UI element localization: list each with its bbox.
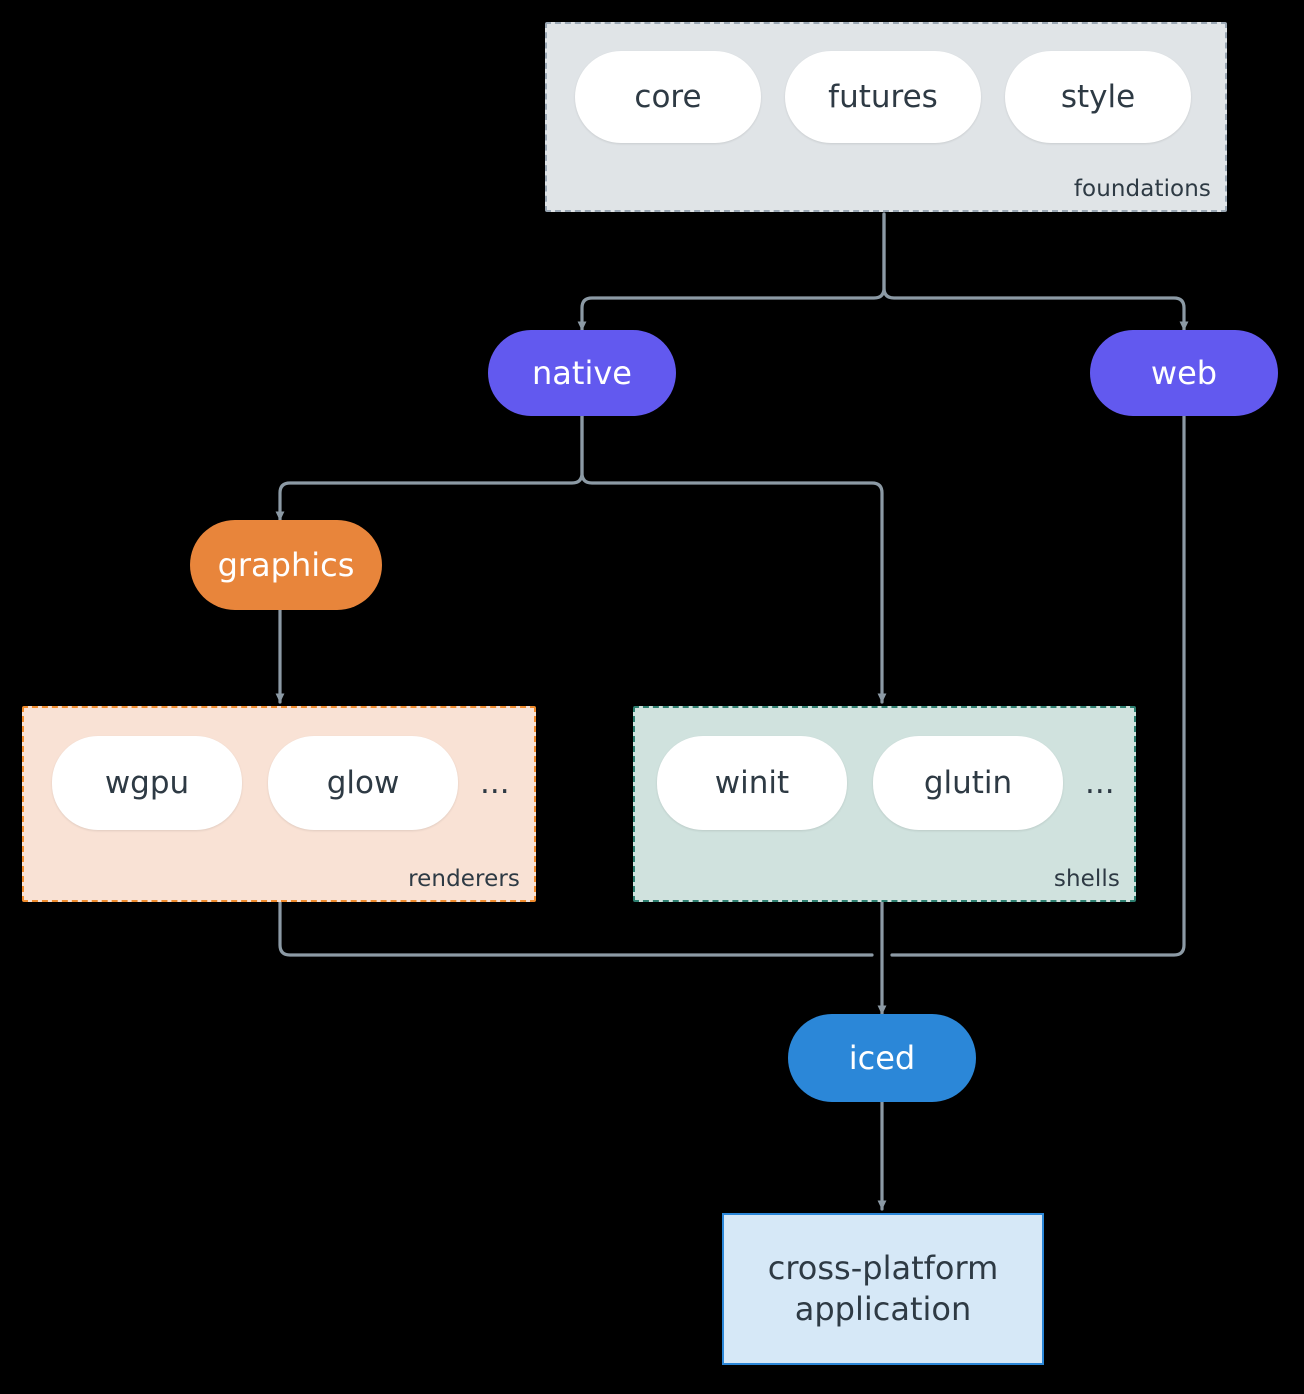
leaf-futures-label: futures (828, 79, 938, 115)
leaf-glow[interactable]: glow (268, 736, 458, 830)
leaf-wgpu[interactable]: wgpu (52, 736, 242, 830)
node-cross-platform-application[interactable]: cross-platform application (722, 1213, 1044, 1365)
leaf-glutin-label: glutin (923, 765, 1013, 801)
leaf-style[interactable]: style (1005, 51, 1191, 143)
node-graphics[interactable]: graphics (190, 520, 382, 610)
node-application-line1: cross-platform (767, 1249, 999, 1288)
leaf-glutin[interactable]: glutin (873, 736, 1063, 830)
node-web[interactable]: web (1090, 330, 1278, 416)
cluster-foundations-label: foundations (1073, 176, 1211, 202)
shells-ellipsis: ... (1085, 765, 1115, 801)
renderers-ellipsis: ... (480, 765, 510, 801)
node-application-line2: application (794, 1290, 972, 1328)
node-iced[interactable]: iced (788, 1014, 976, 1102)
cluster-foundations: core futures style foundations (545, 22, 1227, 212)
node-native[interactable]: native (488, 330, 676, 416)
leaf-winit[interactable]: winit (657, 736, 847, 830)
node-native-label: native (532, 354, 632, 392)
leaf-winit-label: winit (714, 765, 790, 801)
leaf-style-label: style (1060, 79, 1136, 115)
leaf-wgpu-label: wgpu (104, 765, 190, 801)
leaf-futures[interactable]: futures (785, 51, 981, 143)
cluster-shells: winit glutin ... shells (633, 706, 1136, 902)
cluster-renderers-label: renderers (408, 866, 520, 892)
cluster-renderers: wgpu glow ... renderers (22, 706, 536, 902)
cluster-shells-label: shells (1053, 866, 1120, 892)
node-iced-label: iced (848, 1039, 916, 1077)
leaf-core[interactable]: core (575, 51, 761, 143)
node-graphics-label: graphics (217, 546, 355, 584)
node-web-label: web (1150, 354, 1218, 392)
leaf-glow-label: glow (326, 765, 400, 801)
leaf-core-label: core (634, 79, 702, 115)
